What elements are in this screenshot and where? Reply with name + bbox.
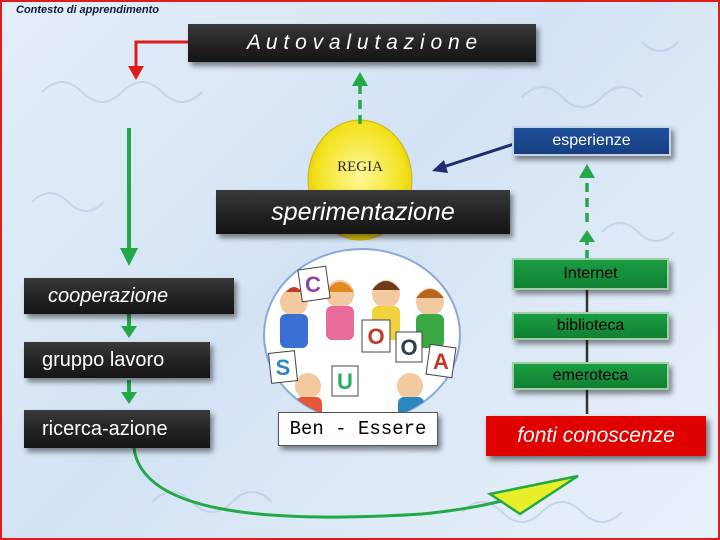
green-dashed-arrow-up-top <box>352 72 368 124</box>
green-arrow-down-left <box>120 128 138 266</box>
letter-card-5 <box>395 331 423 363</box>
green-arrow-small-2 <box>121 380 137 404</box>
letter-card-4 <box>331 365 359 397</box>
green-arrow-small-1 <box>121 312 137 338</box>
blue-arrow-to-regia <box>432 142 515 173</box>
internet-box: Internet <box>512 258 669 290</box>
child-2 <box>326 280 354 340</box>
ben-essere-box: Ben - Essere <box>278 412 438 446</box>
green-dashed-arrow-up-right-1 <box>579 230 595 258</box>
internet-label: Internet <box>563 265 618 282</box>
letter-5: O <box>400 335 417 360</box>
fonti-conoscenze-label: fonti conoscenze <box>517 424 675 447</box>
emeroteca-label: emeroteca <box>552 367 629 384</box>
cooperazione-box: cooperazione <box>24 278 234 314</box>
child-4 <box>416 288 444 348</box>
esperienze-label: esperienze <box>552 132 631 149</box>
ricerca-azione-box: ricerca-azione <box>24 410 210 448</box>
sperimentazione-label: sperimentazione <box>271 197 455 226</box>
fonti-conoscenze-box: fonti conoscenze <box>486 416 706 456</box>
regia-label: REGIA <box>337 159 383 175</box>
biblioteca-box: biblioteca <box>512 312 669 340</box>
esperienze-box: esperienze <box>512 126 671 156</box>
letter-card-1 <box>297 265 331 303</box>
sperimentazione-box: sperimentazione <box>216 190 510 234</box>
letter-2: O <box>367 324 384 349</box>
autovalutazione-label: A u t o v a l u t a z i o n e <box>246 31 478 54</box>
biblioteca-label: biblioteca <box>556 317 625 334</box>
letter-1: C <box>305 272 321 297</box>
green-dashed-arrow-up-right-2 <box>579 164 595 222</box>
red-elbow-arrow <box>128 40 188 80</box>
gruppo-lavoro-label: gruppo lavoro <box>42 348 165 371</box>
letter-4: U <box>337 369 353 394</box>
gruppo-lavoro-box: gruppo lavoro <box>24 342 210 378</box>
emeroteca-box: emeroteca <box>512 362 669 390</box>
letter-card-6 <box>425 343 457 379</box>
letter-card-2 <box>361 319 391 353</box>
letter-3: S <box>276 355 291 380</box>
autovalutazione-box: A u t o v a l u t a z i o n e <box>188 24 536 62</box>
context-label: Contesto di apprendimento <box>16 4 159 16</box>
green-curved-bottom-arrow <box>132 447 579 519</box>
letter-card-3 <box>267 350 299 384</box>
ben-essere-label: Ben - Essere <box>289 418 427 440</box>
ricerca-azione-label: ricerca-azione <box>42 417 168 440</box>
cooperazione-label: cooperazione <box>48 284 169 307</box>
letter-6: A <box>433 349 449 374</box>
